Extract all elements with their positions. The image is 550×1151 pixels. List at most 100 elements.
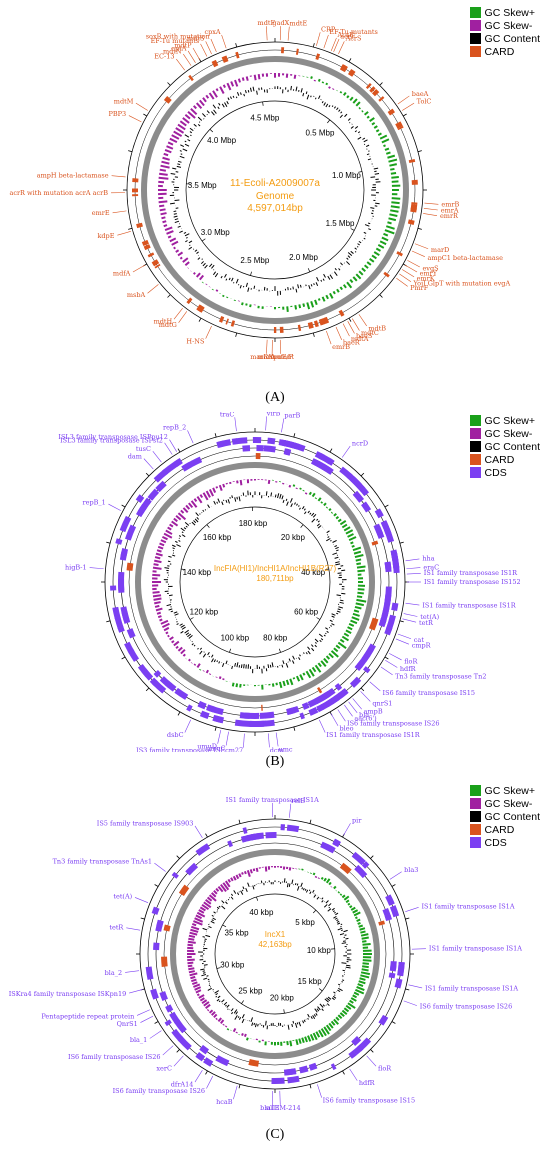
gene-leader [407,260,420,268]
cds-feature [150,988,159,1000]
gc-content-bar [323,634,326,637]
gc-content-bar [180,144,185,147]
gene-leader [347,321,355,334]
gc-content-bar [339,114,343,118]
gene-label: IS1 family transposase IS1A [425,985,518,993]
gc-skew-bar [391,201,400,205]
gene-label: hcaB [216,1098,233,1106]
outer-tick [391,1021,396,1024]
gc-skew-bar [356,595,363,599]
gc-content-bar [307,650,311,655]
gc-skew-bar [358,107,361,110]
gc-skew-bar [306,302,311,310]
gc-skew-bar [199,494,204,499]
cds-feature [321,687,336,701]
gc-content-bar [336,612,339,615]
gc-content-bar [321,101,324,104]
gc-content-bar [166,604,172,607]
gc-content-bar [265,491,268,496]
gc-content-bar [202,972,206,974]
scale-label: 20 kbp [270,993,295,1002]
gene-label: ncrD [352,440,368,448]
gene-label: blaTEM-214 [260,1104,300,1112]
gc-content-bar [333,106,336,109]
outer-tick [293,433,296,438]
gene-label: IS6 family transposase IS15 [323,1096,416,1104]
gc-skew-bar [164,149,172,154]
gc-skew-bar [339,91,343,94]
gc-content-bar [193,123,197,127]
gc-skew-bar [193,498,198,502]
gc-skew-bar [205,1003,211,1009]
gc-skew-bar [341,894,346,899]
gc-skew-bar [278,681,283,689]
cds-feature [239,712,250,719]
gc-content-bar [224,273,227,278]
gc-content-bar [328,105,331,108]
gc-skew-bar [288,867,292,871]
scale-label: 5 kbp [295,918,315,927]
gc-content-bar [326,1003,330,1006]
gene-label: kdpE [97,232,114,240]
gc-skew-bar [351,616,360,621]
card-feature [365,83,372,90]
card-feature [126,562,134,571]
gc-skew-bar [377,132,382,136]
gc-skew-bar [333,1018,340,1025]
gc-content-bar [235,1011,238,1015]
gene-leader [343,823,351,836]
gc-skew-bar [308,668,315,677]
gc-content-bar [180,527,185,532]
cds-feature [392,563,400,574]
gc-content-bar [197,257,201,260]
gc-skew-bar [362,962,370,965]
gc-content-bar [317,1006,321,1011]
legend-label: CDS [484,836,507,849]
gc-content-bar [307,510,310,514]
gc-content-bar [243,93,246,97]
gene-label: parB [284,412,300,420]
gene-leader [125,970,140,973]
outer-tick [121,504,126,508]
gc-skew-bar [389,213,398,217]
cds-feature [363,643,376,659]
gc-content-bar [236,91,240,96]
gc-content-bar [313,283,315,286]
gc-skew-bar [385,225,395,230]
card-feature [318,319,323,326]
gc-skew-bar [217,885,224,893]
gc-skew-bar [282,680,286,687]
gc-content-bar [317,525,322,529]
gc-content-bar [288,883,291,888]
gc-skew-bar [199,997,205,1002]
gc-content-bar [332,995,337,999]
gene-leader [266,339,268,354]
gc-content-bar [215,992,218,996]
gene-leader [221,34,227,49]
legend-item: CARD [469,453,540,466]
gc-content-bar [286,883,289,888]
gc-skew-bar [332,290,336,295]
gc-skew-bar [198,909,205,914]
legend-label: GC Skew+ [484,6,536,19]
gene-label: floR [404,657,418,665]
gc-content-bar [310,1016,313,1019]
gene-leader [126,927,141,931]
gc-content-bar [236,662,239,668]
gc-content-bar [327,996,332,1000]
gc-skew-bar [353,609,360,613]
gc-skew-bar [235,874,240,880]
gene-leader [243,733,245,748]
gc-skew-bar [202,492,209,501]
gc-skew-bar [230,81,235,87]
gene-label: EF-Tu mutants [329,28,378,36]
gc-skew-bar [177,646,183,652]
gc-skew-bar [187,943,193,947]
gc-content-bar [250,1017,254,1023]
panel-label-c: (C) [265,1127,285,1142]
cds-feature [171,871,179,879]
gc-content-bar [179,230,183,234]
outer-tick [167,294,171,298]
gc-content-bar [309,891,312,895]
